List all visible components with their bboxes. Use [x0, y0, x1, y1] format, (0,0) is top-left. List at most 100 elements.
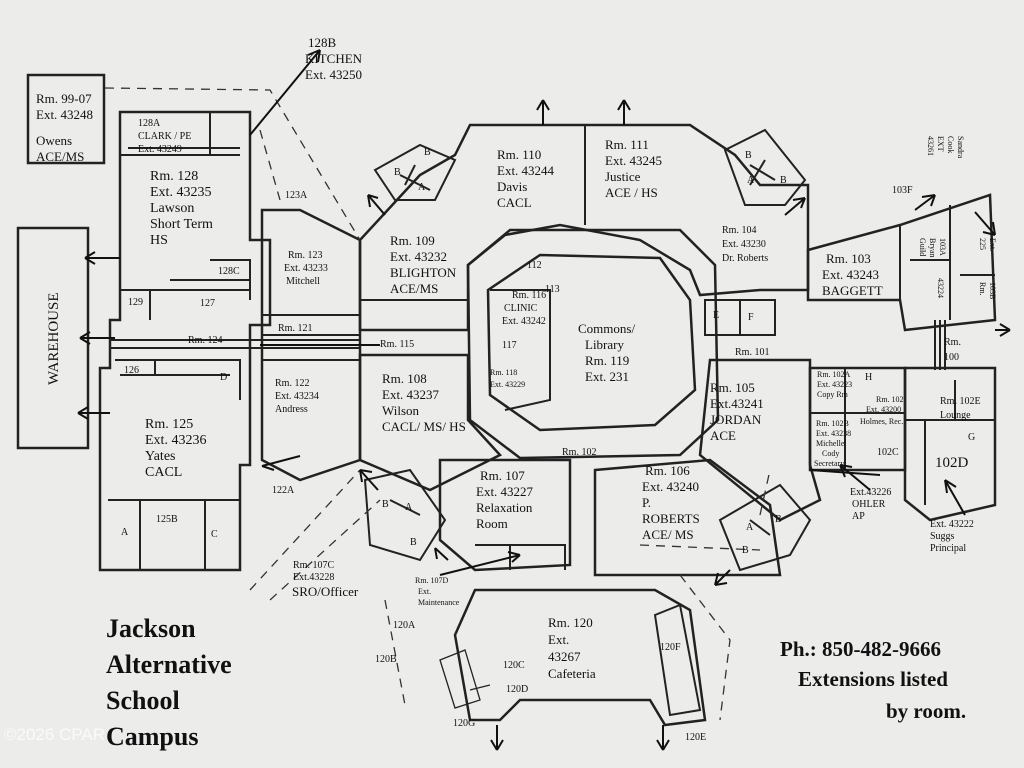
room-104-label: Rm. 104 Ext. 43230 Dr. Roberts: [722, 225, 768, 264]
svg-text:Ext.: Ext.: [548, 632, 569, 647]
room-103-label: Rm. 103 Ext. 43243 BAGGETT: [822, 251, 883, 298]
svg-text:Rm. 121: Rm. 121: [278, 323, 312, 334]
svg-text:Rm. 123: Rm. 123: [288, 250, 322, 261]
svg-text:43261: 43261: [926, 136, 935, 156]
svg-text:Andress: Andress: [275, 404, 308, 415]
svg-text:P.: P.: [642, 495, 651, 510]
svg-text:103F: 103F: [892, 185, 913, 196]
ohler-ap-label: Ext.43226 OHLER AP: [850, 487, 891, 522]
svg-text:A: A: [746, 522, 754, 533]
warehouse-label: WAREHOUSE: [46, 293, 62, 386]
svg-text:103B: 103B: [988, 282, 997, 299]
svg-text:Cook: Cook: [946, 136, 955, 153]
svg-text:122A: 122A: [272, 485, 295, 496]
svg-text:Rm. 116: Rm. 116: [512, 290, 546, 301]
room-107c-label: Rm. 107C Ext.43228 SRO/Officer: [292, 560, 359, 599]
sandra-cook-label: Sandra Cook EXT 43261: [926, 136, 965, 159]
svg-text:Rm. 119: Rm. 119: [585, 353, 629, 368]
room-102b-label: Rm. 102B Ext. 43238 Michelle Cody Secret…: [814, 419, 851, 468]
room-118-label: Rm. 118 Ext. 43229: [490, 368, 525, 389]
corridor-labels: Rm. 121 Rm. 124 Rm. 115 Rm. 101 Rm. 102 …: [188, 323, 981, 458]
room-128b-kitchen-label: 128B KITCHEN Ext. 43250: [305, 35, 363, 82]
svg-text:Ext. 43235: Ext. 43235: [150, 185, 211, 200]
svg-text:120A: 120A: [393, 620, 416, 631]
svg-text:ROBERTS: ROBERTS: [642, 511, 700, 526]
svg-text:43224: 43224: [936, 278, 945, 298]
svg-text:SRO/Officer: SRO/Officer: [292, 584, 359, 599]
svg-text:Bryan: Bryan: [928, 238, 937, 258]
svg-text:Lawson: Lawson: [150, 201, 194, 216]
svg-text:Suggs: Suggs: [930, 531, 955, 542]
svg-text:Rm. 115: Rm. 115: [380, 339, 414, 350]
svg-text:Rm. 124: Rm. 124: [188, 335, 222, 346]
svg-text:OHLER: OHLER: [852, 499, 886, 510]
svg-text:Ext. 43200: Ext. 43200: [866, 405, 901, 414]
svg-text:HS: HS: [150, 233, 168, 248]
svg-text:H: H: [865, 372, 872, 383]
svg-text:Cafeteria: Cafeteria: [548, 666, 596, 681]
svg-text:120B: 120B: [375, 654, 397, 665]
svg-text:120D: 120D: [506, 684, 528, 695]
room-120-cafeteria-label: Rm. 120 Ext. 43267 Cafeteria: [548, 615, 596, 681]
room-102a-label: Rm. 102A Ext. 43223 Copy Rm: [817, 370, 852, 399]
svg-text:Ext. 43244: Ext. 43244: [497, 163, 555, 178]
svg-text:Ext. 43240: Ext. 43240: [642, 479, 699, 494]
svg-text:B: B: [775, 514, 782, 525]
exit-arrows: [77, 49, 1011, 751]
campus-title: Jackson Alternative School Campus: [106, 614, 232, 751]
svg-text:128C: 128C: [218, 266, 240, 277]
svg-text:Rm. 107C: Rm. 107C: [293, 560, 334, 571]
room-125-label: Rm. 125 Ext. 43236 Yates CACL: [145, 417, 206, 480]
svg-text:Ext. 43223: Ext. 43223: [817, 380, 852, 389]
svg-text:Michelle: Michelle: [816, 439, 845, 448]
svg-text:Ext. 43238: Ext. 43238: [816, 429, 851, 438]
room-109-label: Rm. 109 Ext. 43232 BLIGHTON ACE/MS: [390, 233, 457, 296]
svg-text:Ext. 43243: Ext. 43243: [822, 267, 879, 282]
svg-text:Ext. 43234: Ext. 43234: [275, 391, 319, 402]
svg-text:Rm. 125: Rm. 125: [145, 417, 193, 432]
svg-text:Ext.43241: Ext.43241: [710, 396, 764, 411]
svg-text:G: G: [968, 432, 975, 443]
svg-text:Dr. Roberts: Dr. Roberts: [722, 253, 768, 264]
svg-text:B: B: [745, 150, 752, 161]
svg-text:Rm. 107: Rm. 107: [480, 468, 525, 483]
svg-text:Rm. 102B: Rm. 102B: [816, 419, 849, 428]
svg-text:JORDAN: JORDAN: [710, 412, 762, 427]
svg-text:Ext.43228: Ext.43228: [293, 572, 334, 583]
svg-text:Ext. 43222: Ext. 43222: [930, 519, 974, 530]
svg-text:102C: 102C: [877, 447, 899, 458]
svg-text:Rm. 102: Rm. 102: [876, 395, 904, 404]
svg-text:128A: 128A: [138, 118, 161, 129]
svg-text:102D: 102D: [935, 455, 969, 471]
svg-text:Ext. 43236: Ext. 43236: [145, 433, 206, 448]
svg-text:BLIGHTON: BLIGHTON: [390, 265, 457, 280]
svg-text:ACE: ACE: [710, 428, 736, 443]
room-123-label: Rm. 123 Ext. 43233 Mitchell: [284, 250, 328, 287]
svg-text:Rm.: Rm.: [944, 337, 961, 348]
svg-text:CLARK / PE: CLARK / PE: [138, 131, 191, 142]
svg-text:Ext. 43230: Ext. 43230: [722, 239, 766, 250]
svg-text:Room: Room: [476, 516, 508, 531]
svg-text:Ext. 43229: Ext. 43229: [490, 380, 525, 389]
svg-text:Rm. 118: Rm. 118: [490, 368, 517, 377]
svg-text:Jackson: Jackson: [106, 614, 196, 643]
svg-text:B: B: [394, 167, 401, 178]
contact-info: Ph.: 850-482-9666 Extensions listed by r…: [780, 637, 966, 723]
walls: [16, 73, 997, 727]
svg-text:Rm. 104: Rm. 104: [722, 225, 756, 236]
suggs-principal-label: Ext. 43222 Suggs Principal: [930, 519, 974, 554]
svg-text:CACL/ MS/ HS: CACL/ MS/ HS: [382, 419, 466, 434]
svg-text:113: 113: [545, 284, 560, 295]
svg-text:43267: 43267: [548, 649, 581, 664]
svg-text:Ext. 43245: Ext. 43245: [605, 153, 662, 168]
svg-text:Maintenance: Maintenance: [418, 598, 460, 607]
svg-text:Cody: Cody: [822, 449, 839, 458]
svg-text:Rm. 108: Rm. 108: [382, 371, 427, 386]
svg-text:120F: 120F: [660, 642, 681, 653]
svg-text:Rm. 111: Rm. 111: [605, 137, 649, 152]
svg-text:Sandra: Sandra: [956, 136, 965, 159]
svg-text:Ext. 231: Ext. 231: [585, 369, 629, 384]
svg-text:Rm.: Rm.: [978, 282, 987, 296]
svg-text:D: D: [220, 372, 227, 383]
